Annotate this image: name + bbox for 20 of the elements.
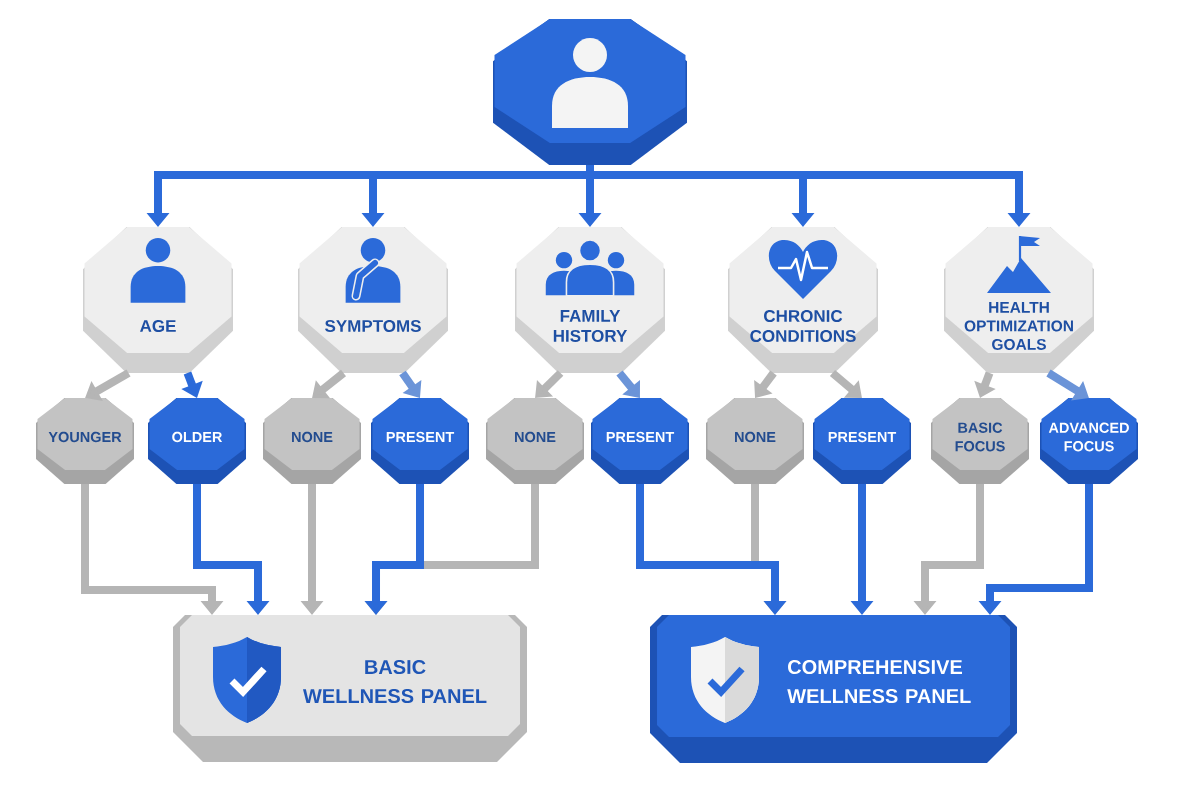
option-octagon: YOUNGER <box>36 398 134 484</box>
option-octagon: OLDER <box>148 398 246 484</box>
result-panel: COMPREHENSIVE WELLNESS PANEL <box>650 615 1017 763</box>
arrow <box>312 369 346 399</box>
arrow <box>399 370 422 398</box>
option-octagon: NONE <box>486 398 584 484</box>
option-octagon: PRESENT <box>371 398 469 484</box>
arrow <box>85 369 131 401</box>
result-panel: BASIC WELLNESS PANEL <box>173 615 527 762</box>
option-octagon: PRESENT <box>813 398 911 484</box>
option-octagon: NONE <box>706 398 804 484</box>
option-octagon: NONE <box>263 398 361 484</box>
option-octagon: ADVANCED FOCUS <box>1040 398 1138 484</box>
arrow <box>616 370 640 398</box>
arrow <box>829 369 862 398</box>
option-octagon: PRESENT <box>591 398 689 484</box>
factor-octagon: HEALTH OPTIMIZATION GOALS <box>944 227 1094 373</box>
option-octagon: BASIC FOCUS <box>931 398 1029 484</box>
arrow <box>535 370 564 398</box>
arrow <box>754 370 777 398</box>
